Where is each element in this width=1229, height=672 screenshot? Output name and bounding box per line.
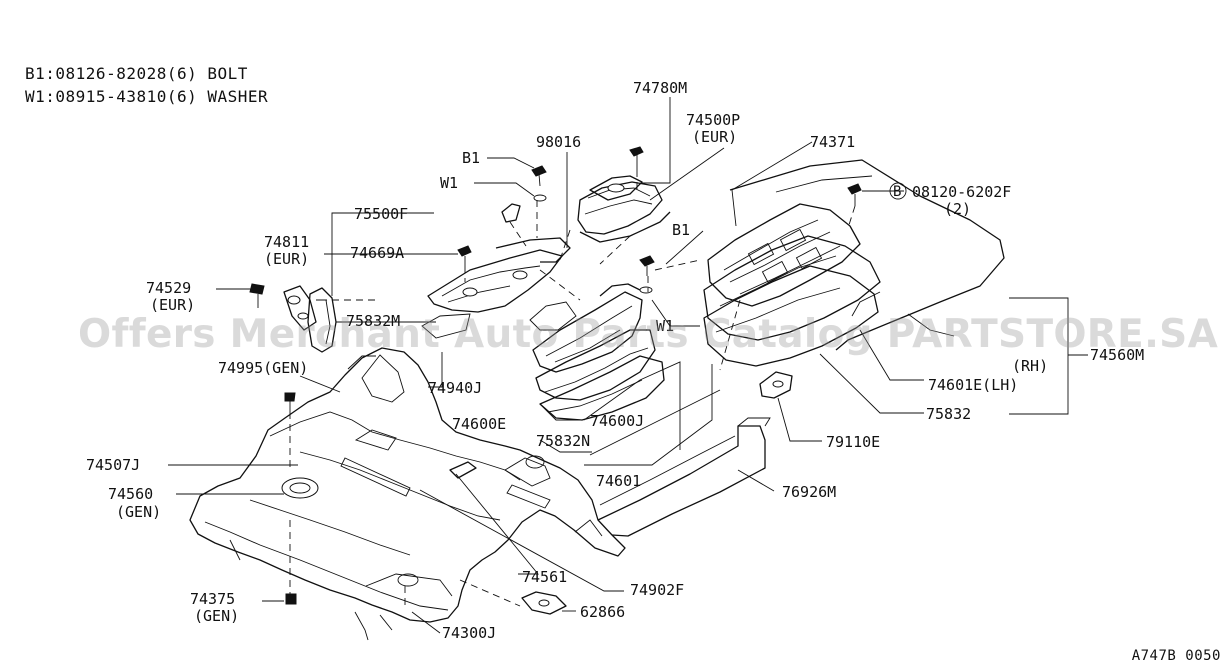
- label-74902F: 74902F: [630, 581, 684, 599]
- label-74600E: 74600E: [452, 415, 506, 433]
- label-76926M: 76926M: [782, 483, 836, 501]
- floor-rail-76926M: [589, 389, 771, 537]
- label-74600J: 74600J: [590, 412, 644, 430]
- bracket-62866: [521, 591, 567, 615]
- diagram-code: A747B 0050: [1131, 648, 1221, 664]
- label-75500F: 75500F: [354, 205, 408, 223]
- label-74500P: 74500P: [686, 111, 740, 129]
- label-74811: 74811: [264, 233, 309, 251]
- label-74560-region: (GEN): [116, 503, 161, 521]
- label-74601: 74601: [596, 472, 641, 490]
- label-08120-qty: (2): [944, 200, 971, 218]
- label-74995: 74995(GEN): [218, 359, 308, 377]
- floor-panel-74300J: [189, 347, 626, 641]
- mat-74601E: [703, 235, 881, 367]
- legend-bolt: B1:08126-82028(6) BOLT: [25, 64, 248, 83]
- label-75832N: 75832N: [536, 432, 590, 450]
- label-98016: 98016: [536, 133, 581, 151]
- panel-74560M: [729, 159, 1005, 351]
- bracket-74940J: [421, 237, 577, 339]
- label-74529-region: (EUR): [150, 296, 195, 314]
- fastener-08120: [847, 183, 862, 206]
- label-74560M: 74560M: [1090, 346, 1144, 364]
- label-74375: 74375: [190, 590, 235, 608]
- label-74940J: 74940J: [428, 379, 482, 397]
- label-rh: (RH): [1012, 357, 1048, 375]
- fastener-74561: [449, 461, 477, 479]
- panel-74600J: [532, 283, 665, 421]
- label-74561: 74561: [522, 568, 567, 586]
- label-74811-region: (EUR): [264, 250, 309, 268]
- fastener-98016: [629, 146, 644, 170]
- label-62866: 62866: [580, 603, 625, 621]
- label-74375-region: (GEN): [194, 607, 239, 625]
- leader-lines: [168, 97, 1088, 634]
- label-74560: 74560: [108, 485, 153, 503]
- assembly-guides: [289, 170, 856, 608]
- fastener-b1-top: [531, 165, 547, 202]
- label-74300J: 74300J: [442, 624, 496, 642]
- fastener-74529-pin: [249, 283, 265, 308]
- label-74780M: 74780M: [633, 79, 687, 97]
- label-74371: 74371: [810, 133, 855, 151]
- label-75832M: 75832M: [346, 312, 400, 330]
- clip-74529: [283, 285, 317, 331]
- mat-74371: [707, 203, 861, 307]
- label-74669A: 74669A: [350, 244, 404, 262]
- bracket-79110E: [759, 371, 793, 399]
- insulator-75832M: [307, 287, 337, 353]
- label-74500P-region: (EUR): [692, 128, 737, 146]
- label-b1-mid: B1: [672, 221, 690, 239]
- fastener-74669A: [457, 245, 472, 266]
- bracket-75500F: [501, 203, 521, 223]
- label-08120-6202F: 08120-6202F: [912, 183, 1011, 201]
- label-w1-mid: W1: [656, 317, 674, 335]
- label-circled-b: B: [893, 184, 901, 200]
- bracket-74780M: [589, 175, 643, 201]
- fastener-b1-mid: [639, 255, 655, 294]
- label-75832: 75832: [926, 405, 971, 423]
- label-74529: 74529: [146, 279, 191, 297]
- label-b1-top: B1: [462, 149, 480, 167]
- fastener-74375: [285, 593, 297, 605]
- legend-washer: W1:08915-43810(6) WASHER: [25, 87, 269, 106]
- circled-b-marker: [889, 182, 907, 200]
- label-79110E: 79110E: [826, 433, 880, 451]
- fastener-74507J: [284, 392, 296, 412]
- label-w1-top: W1: [440, 174, 458, 192]
- label-74601E: 74601E(LH): [928, 376, 1018, 394]
- callout-labels: 74780M 74500P (EUR) 98016 74371 B1 W1 B …: [86, 79, 1144, 642]
- label-74507J: 74507J: [86, 456, 140, 474]
